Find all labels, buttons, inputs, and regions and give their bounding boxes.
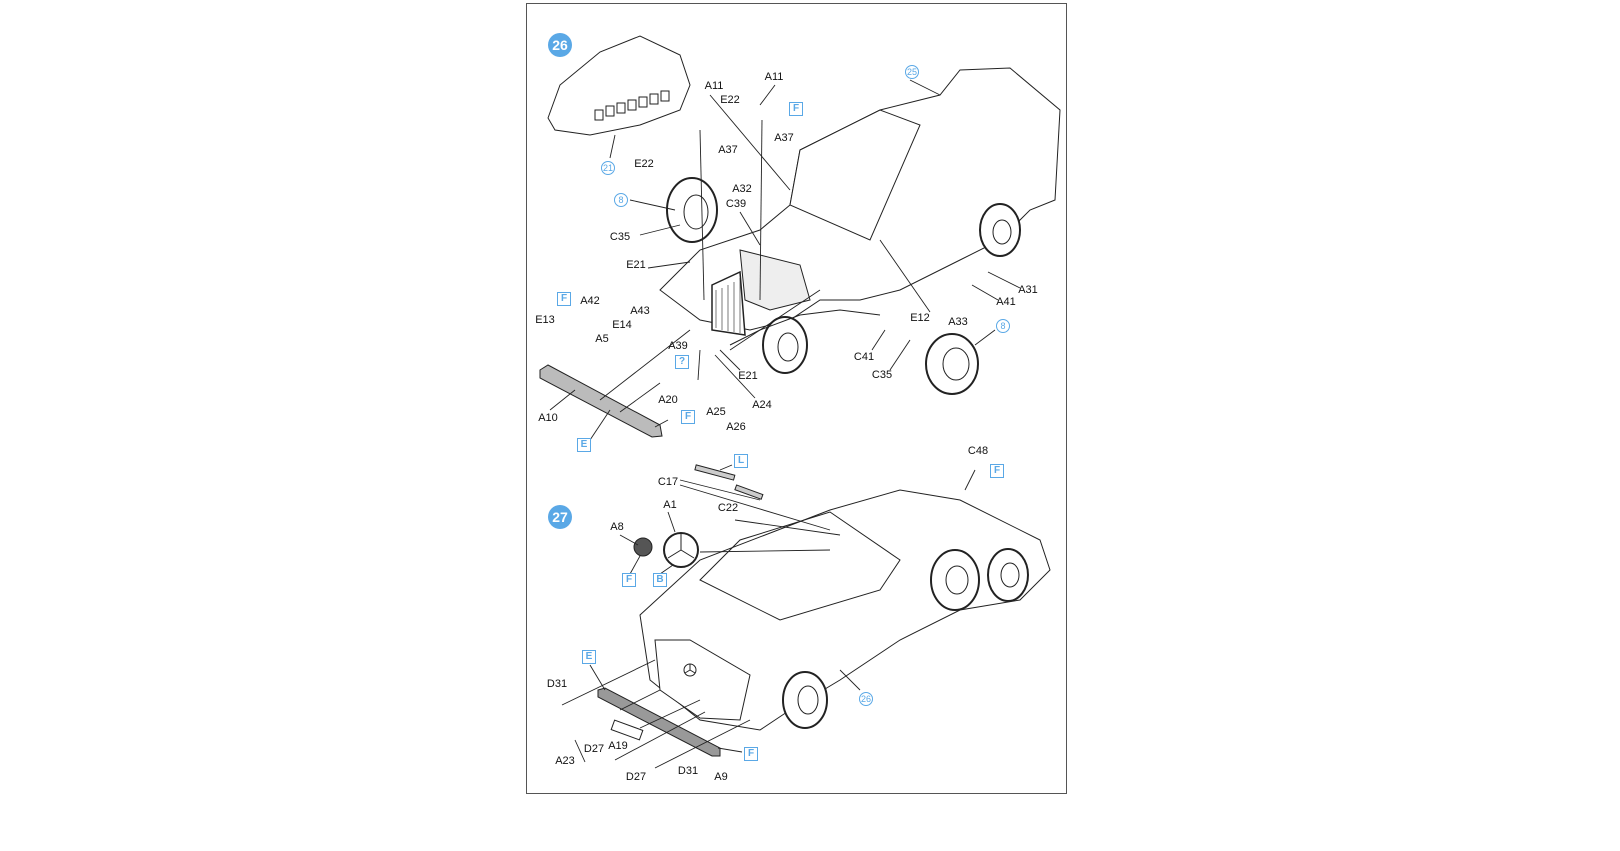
part-label: A23 bbox=[555, 755, 575, 767]
part-label: A42 bbox=[580, 295, 600, 307]
part-label: A5 bbox=[595, 333, 609, 345]
part-label: C48 bbox=[967, 445, 989, 457]
step-26-badge: 26 bbox=[548, 33, 572, 57]
part-label: A37 bbox=[774, 132, 794, 144]
part-label: C35 bbox=[609, 231, 631, 243]
part-label: A19 bbox=[608, 740, 628, 752]
part-label: C22 bbox=[717, 502, 739, 514]
wheel-body-rear bbox=[979, 203, 1021, 257]
part-label: C39 bbox=[725, 198, 747, 210]
instruction-page-frame bbox=[526, 3, 1067, 794]
engine bbox=[739, 249, 811, 311]
spare-wheel bbox=[930, 549, 980, 611]
step-reference: 25 bbox=[905, 65, 919, 79]
part-label: A25 bbox=[706, 406, 726, 418]
wheel-body-front bbox=[762, 316, 808, 374]
part-label: A39 bbox=[668, 340, 688, 352]
hood-part bbox=[547, 35, 691, 136]
part-label: A32 bbox=[732, 183, 752, 195]
grille bbox=[711, 270, 746, 336]
part-a19 bbox=[610, 719, 644, 741]
paint-code-box: E bbox=[582, 650, 596, 664]
part-label: A8 bbox=[610, 521, 624, 533]
paint-code-box: ? bbox=[675, 355, 689, 369]
part-c17-b bbox=[734, 484, 764, 500]
wheel-front-27 bbox=[987, 548, 1029, 602]
paint-code-box: F bbox=[789, 102, 803, 116]
front-bumper bbox=[539, 364, 663, 438]
part-label: E13 bbox=[535, 314, 555, 326]
part-label: C41 bbox=[853, 351, 875, 363]
wheel-rear-27 bbox=[782, 671, 828, 729]
paint-code-box: F bbox=[557, 292, 571, 306]
part-label: A10 bbox=[538, 412, 558, 424]
part-label: A9 bbox=[714, 771, 728, 783]
paint-code-box: F bbox=[681, 410, 695, 424]
step-reference: 8 bbox=[614, 193, 628, 207]
part-label: A33 bbox=[948, 316, 968, 328]
part-label: A20 bbox=[658, 394, 678, 406]
part-label: A41 bbox=[996, 296, 1016, 308]
mercedes-star bbox=[683, 663, 697, 677]
paint-code-box: E bbox=[577, 438, 591, 452]
hood-vents bbox=[594, 90, 670, 121]
part-label: A43 bbox=[630, 305, 650, 317]
paint-code-box: F bbox=[622, 573, 636, 587]
wheel-front-loose bbox=[666, 177, 718, 243]
windshield bbox=[789, 109, 921, 241]
part-c17-a bbox=[694, 464, 736, 481]
step-reference: 26 bbox=[859, 692, 873, 706]
paint-code-box: B bbox=[653, 573, 667, 587]
paint-code-box: L bbox=[734, 454, 748, 468]
rear-bumper bbox=[597, 687, 721, 757]
leader-lines-27 bbox=[561, 464, 976, 769]
step-reference: 8 bbox=[996, 319, 1010, 333]
part-label: D27 bbox=[625, 771, 647, 783]
part-label: E21 bbox=[738, 370, 758, 382]
paint-code-box: F bbox=[744, 747, 758, 761]
part-label: E22 bbox=[720, 94, 740, 106]
step-27-badge: 27 bbox=[548, 505, 572, 529]
wheel-hub-a8 bbox=[633, 537, 653, 557]
fender-front bbox=[729, 309, 881, 346]
part-label: D31 bbox=[677, 765, 699, 777]
part-label: A31 bbox=[1018, 284, 1038, 296]
part-label: E14 bbox=[612, 319, 632, 331]
part-label: A11 bbox=[764, 71, 784, 83]
step-reference: 21 bbox=[601, 161, 615, 175]
window-frame bbox=[699, 511, 901, 621]
part-label: E21 bbox=[626, 259, 646, 271]
part-label: E22 bbox=[634, 158, 654, 170]
part-label: D31 bbox=[546, 678, 568, 690]
car-body-rear bbox=[639, 489, 1051, 731]
leader-lines bbox=[549, 79, 1021, 441]
part-label: A26 bbox=[726, 421, 746, 433]
part-label: A37 bbox=[718, 144, 738, 156]
part-label: A24 bbox=[752, 399, 772, 411]
part-label: E12 bbox=[910, 312, 930, 324]
wheel-rear-loose bbox=[925, 333, 979, 395]
paint-code-box: F bbox=[990, 464, 1004, 478]
steering-wheel bbox=[663, 532, 699, 568]
part-label: A1 bbox=[663, 499, 677, 511]
part-label: C35 bbox=[871, 369, 893, 381]
part-label: C17 bbox=[657, 476, 679, 488]
part-label: A11 bbox=[704, 80, 724, 92]
part-label: D27 bbox=[583, 743, 605, 755]
